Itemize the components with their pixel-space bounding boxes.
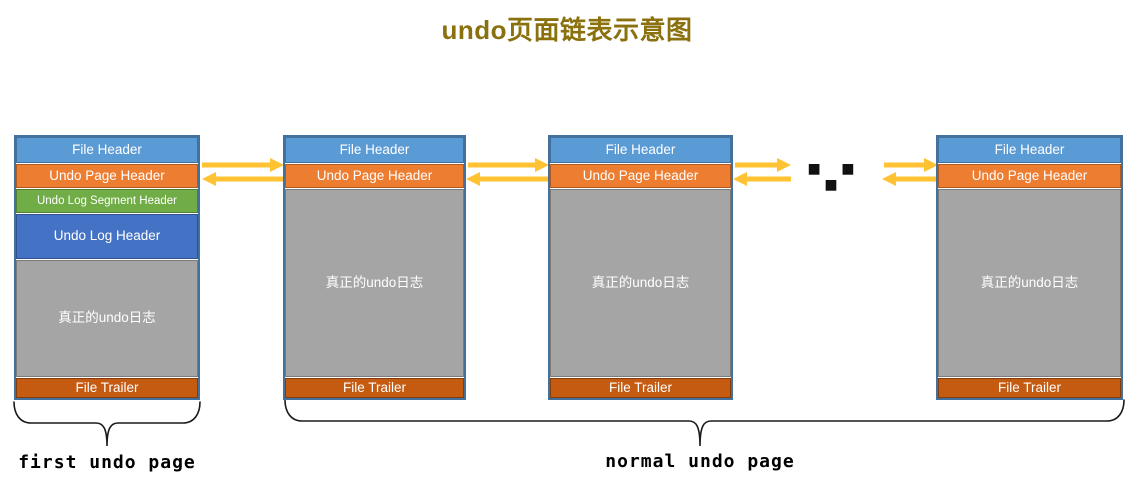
undo-page-normal-1: File Header Undo Page Header 真正的undo日志 F…: [283, 135, 466, 400]
section-file-trailer: File Trailer: [16, 378, 198, 398]
section-undo-page-header: Undo Page Header: [938, 164, 1121, 188]
page-title: undo页面链表示意图: [441, 15, 693, 45]
undo-page-normal-3: File Header Undo Page Header 真正的undo日志 F…: [936, 135, 1123, 400]
brace-first-undo-page: [13, 401, 201, 447]
section-undo-log-body: 真正的undo日志: [550, 189, 731, 377]
section-file-header: File Header: [285, 137, 464, 163]
section-file-trailer: File Trailer: [285, 378, 464, 398]
section-undo-page-header: Undo Page Header: [550, 164, 731, 188]
first-undo-page-label: first undo page: [18, 452, 196, 473]
link-arrow-right-2: [468, 158, 549, 172]
section-undo-log-header: Undo Log Header: [16, 214, 198, 259]
link-arrow-right-1: [202, 158, 284, 172]
link-arrow-left-4: [882, 172, 938, 186]
section-file-header: File Header: [938, 137, 1121, 163]
undo-page-first: File Header Undo Page Header Undo Log Se…: [14, 135, 200, 400]
section-file-trailer: File Trailer: [550, 378, 731, 398]
link-arrow-left-3: [733, 172, 791, 186]
section-file-trailer: File Trailer: [938, 378, 1121, 398]
section-undo-log-body: 真正的undo日志: [16, 260, 198, 377]
normal-undo-page-label: normal undo page: [605, 451, 795, 472]
section-undo-page-header: Undo Page Header: [285, 164, 464, 188]
section-undo-log-body: 真正的undo日志: [285, 189, 464, 377]
undo-page-normal-2: File Header Undo Page Header 真正的undo日志 F…: [548, 135, 733, 400]
link-arrow-left-2: [466, 172, 549, 186]
section-file-header: File Header: [16, 137, 198, 163]
link-arrow-right-4: [884, 158, 938, 172]
brace-normal-undo-pages: [284, 399, 1125, 447]
section-undo-page-header: Undo Page Header: [16, 164, 198, 188]
link-arrow-right-3: [735, 158, 791, 172]
section-undo-log-segment-header: Undo Log Segment Header: [16, 189, 198, 213]
section-undo-log-body: 真正的undo日志: [938, 189, 1121, 377]
section-file-header: File Header: [550, 137, 731, 163]
link-arrow-left-1: [202, 172, 284, 186]
ellipsis: ■ ■ ■: [807, 161, 863, 193]
